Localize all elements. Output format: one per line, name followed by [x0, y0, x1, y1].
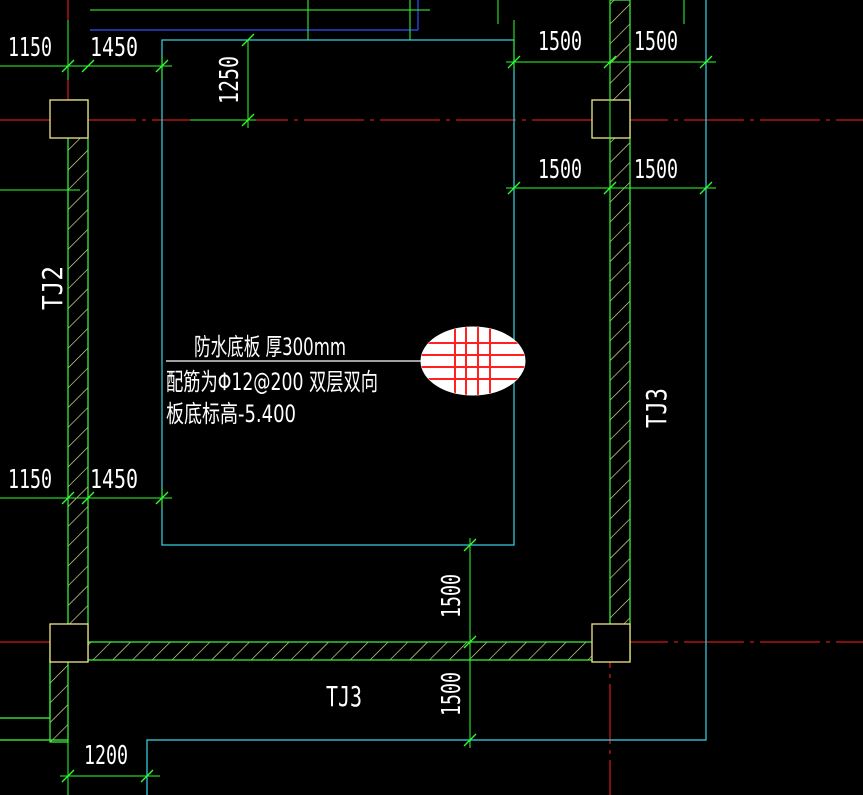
dim-text-top-right-a1: 1500 [538, 27, 582, 57]
rebar-mesh-symbol [420, 326, 526, 396]
column-bottom-left [49, 623, 89, 663]
dimension-texts: 1150 1450 1250 1500 1500 1500 1500 1150 … [8, 27, 678, 771]
tick [61, 491, 75, 505]
tick [140, 769, 154, 783]
tick [699, 181, 713, 195]
tick [603, 181, 617, 195]
tick [699, 55, 713, 69]
column-top-right [591, 99, 631, 139]
slab-note: 防水底板 厚300mm 配筋为Φ12@200 双层双向 板底标高-5.400 [166, 333, 424, 428]
dim-text-top-right-b1: 1500 [538, 155, 582, 185]
wall-bottom [67, 641, 631, 661]
label-tj2: TJ2 [36, 266, 69, 310]
label-tj3-right: TJ3 [640, 388, 673, 428]
tick [507, 181, 521, 195]
dim-text-top-right-b2: 1500 [634, 155, 678, 185]
note-line-1: 防水底板 厚300mm [194, 333, 346, 361]
tick [61, 769, 75, 783]
dim-text-top-left-1150: 1150 [8, 33, 52, 63]
dim-text-1250: 1250 [215, 56, 245, 104]
column-top-left [49, 99, 89, 139]
walls [0, 0, 631, 743]
column-bottom-right [591, 623, 631, 663]
dimension-lines [0, 0, 716, 795]
wall-lower-left-outline [0, 660, 51, 719]
dim-text-bottom-v1: 1500 [437, 574, 467, 618]
tick [603, 55, 617, 69]
top-block [90, 0, 430, 40]
dim-text-1200: 1200 [84, 741, 128, 771]
dim-text-mid-left-1150: 1150 [8, 465, 52, 495]
dim-text-top-left-1450: 1450 [90, 33, 138, 63]
note-line-2: 配筋为Φ12@200 双层双向 [166, 368, 378, 396]
note-line-3: 板底标高-5.400 [166, 400, 296, 428]
dimension-ticks [61, 33, 713, 783]
slab-outer-outline [146, 0, 707, 795]
foundation-labels: TJ2 TJ3 TJ3 [36, 266, 673, 713]
tick [81, 491, 95, 505]
columns [49, 99, 631, 663]
tick [241, 113, 255, 127]
tick [463, 635, 477, 649]
dim-text-top-right-a2: 1500 [634, 27, 678, 57]
tick [463, 538, 477, 552]
tick [507, 55, 521, 69]
tick [463, 733, 477, 747]
tick [61, 59, 75, 73]
slab-outlines [146, 0, 707, 795]
tick [81, 59, 95, 73]
wall-lower-left [0, 660, 50, 718]
tick [155, 59, 169, 73]
label-tj3-bottom: TJ3 [326, 680, 362, 713]
tick [155, 491, 169, 505]
dim-text-bottom-v2: 1500 [437, 672, 467, 716]
rebar-mesh-ellipse [420, 326, 526, 396]
wall-left [67, 99, 89, 661]
tick [241, 33, 255, 47]
dim-text-mid-left-1450: 1450 [90, 465, 138, 495]
wall-right [609, 0, 631, 661]
slab-inner-outline [161, 39, 515, 546]
